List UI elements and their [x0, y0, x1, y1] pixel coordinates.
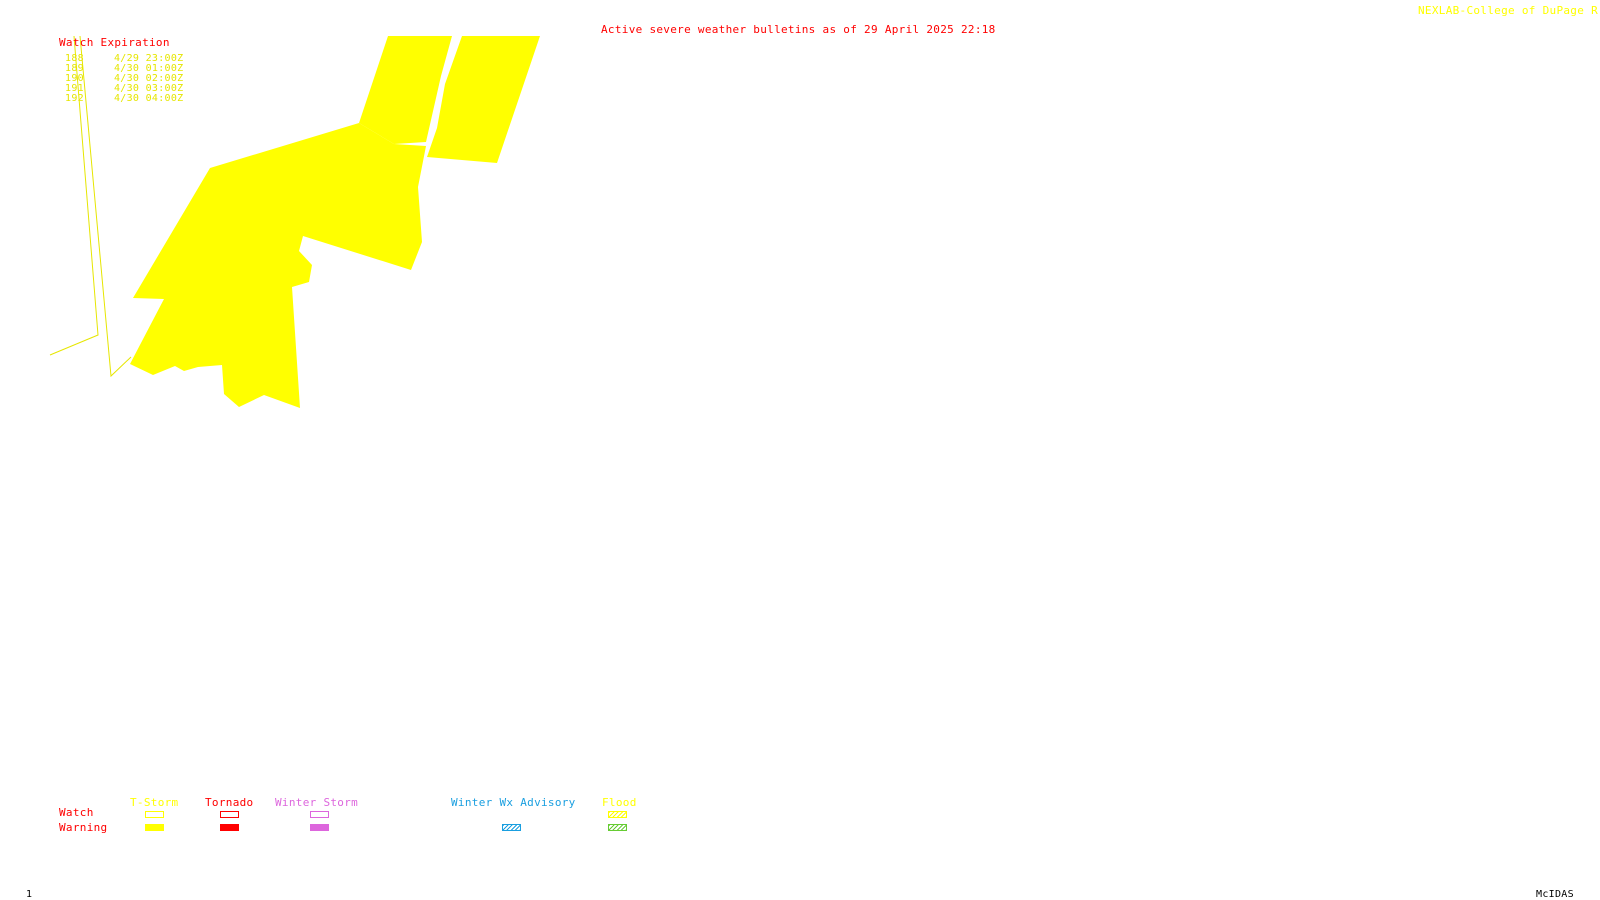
watch-number: 192 — [65, 93, 84, 104]
flood-watch-swatch — [608, 811, 627, 818]
watch-row: 191 4/30 03:00Z — [65, 84, 184, 94]
flood-warning-swatch — [608, 824, 627, 831]
tornado-watch-swatch — [220, 811, 239, 818]
legend-column-winter-wx-advisory: Winter Wx Advisory — [451, 796, 576, 809]
watch-row: 192 4/30 04:00Z — [65, 94, 184, 104]
credit-label: NEXLAB-College of DuPage R — [1418, 4, 1598, 17]
tstorm-watch-swatch — [145, 811, 164, 818]
tstorm-watch-outline-2 — [79, 35, 132, 378]
winter-storm-warning-swatch — [310, 824, 329, 831]
legend-row-warning: Warning — [59, 821, 108, 834]
software-label: McIDAS — [1536, 889, 1574, 900]
watch-expiration: 4/30 02:00Z — [113, 73, 184, 84]
winter-storm-watch-swatch — [310, 811, 329, 818]
watch-table-heading: Watch Expiration — [59, 36, 170, 49]
legend-row-watch: Watch — [59, 806, 94, 819]
watch-row: 189 4/30 01:00Z — [65, 64, 184, 74]
tstorm-warning-polygon-north — [359, 36, 540, 163]
tstorm-warning-swatch — [145, 824, 164, 831]
winter-wx-advisory-warning-swatch — [502, 824, 521, 831]
legend-column-tornado: Tornado — [205, 796, 254, 809]
watch-number: 191 — [65, 83, 84, 94]
legend-column-winter-storm: Winter Storm — [275, 796, 359, 809]
tstorm-watch-outline — [49, 35, 99, 356]
tornado-warning-swatch — [220, 824, 239, 831]
watch-number: 188 — [65, 53, 84, 64]
watch-row: 188 4/29 23:00Z — [65, 54, 184, 64]
watch-row: 190 4/30 02:00Z — [65, 74, 184, 84]
watch-expiration: 4/30 04:00Z — [113, 93, 184, 104]
watch-number: 189 — [65, 63, 84, 74]
watch-expiration: 4/29 23:00Z — [113, 53, 184, 64]
watch-expiration: 4/30 03:00Z — [113, 83, 184, 94]
watch-number: 190 — [65, 73, 84, 84]
frame-number: 1 — [26, 889, 33, 900]
bulletin-title: Active severe weather bulletins as of 29… — [601, 23, 996, 36]
legend-column-tstorm: T-Storm — [130, 796, 179, 809]
legend-column-flood: Flood — [602, 796, 637, 809]
tstorm-warning-polygon-main — [130, 123, 426, 408]
watch-expiration: 4/30 01:00Z — [113, 63, 184, 74]
